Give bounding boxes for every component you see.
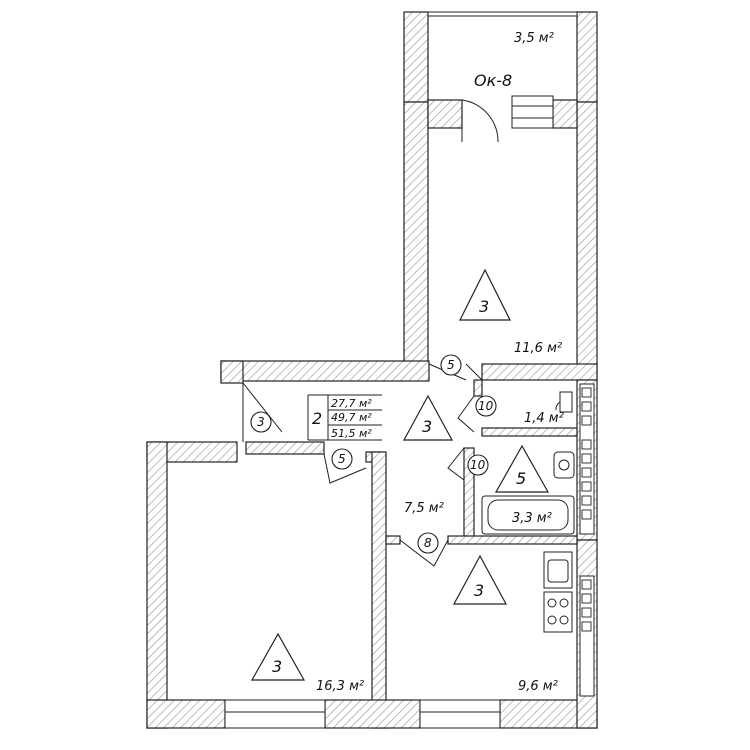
window-living bbox=[224, 699, 326, 729]
balcony-rail bbox=[427, 11, 578, 17]
toilet-bowl bbox=[555, 391, 573, 413]
room-markers bbox=[250, 268, 550, 681]
stove bbox=[543, 591, 573, 633]
living-left-wall bbox=[146, 441, 168, 729]
door-bathroom-circle bbox=[467, 454, 489, 476]
bedroom-area: 11,6 м² bbox=[514, 341, 562, 356]
door-kitchen-code: 8 bbox=[424, 536, 432, 550]
vent-column-bottom bbox=[579, 575, 595, 697]
bathroom-marker: 5 bbox=[516, 469, 526, 488]
total-area: 49,7 м² bbox=[331, 411, 372, 424]
door-swings bbox=[242, 99, 499, 567]
bathroom-door-swing bbox=[447, 447, 465, 481]
kitchen-sink bbox=[543, 551, 573, 589]
door-toilet-circle bbox=[475, 395, 497, 417]
door-code-circles bbox=[250, 354, 497, 554]
door-living-circle bbox=[331, 448, 353, 470]
living-marker: 3 bbox=[272, 657, 282, 676]
bathtub bbox=[481, 495, 575, 535]
hall-marker: 3 bbox=[422, 417, 432, 436]
entrance-door-swing bbox=[242, 382, 283, 442]
hall-top-wall-right bbox=[481, 363, 598, 381]
kitchen-area: 9,6 м² bbox=[518, 679, 558, 694]
toilet-left-partition bbox=[473, 379, 483, 397]
door-kitchen-circle bbox=[417, 532, 439, 554]
balcony-door bbox=[461, 99, 499, 143]
bottom-wall-mid bbox=[324, 699, 421, 729]
sink bbox=[553, 451, 575, 479]
door-bathroom-code: 10 bbox=[470, 458, 486, 472]
entrance-left-wall bbox=[220, 360, 244, 384]
door-entrance-circle bbox=[250, 411, 272, 433]
window-label: Ок-8 bbox=[474, 71, 512, 90]
kitchen-marker-triangle bbox=[452, 554, 508, 605]
hall-top-wall-left bbox=[220, 360, 430, 382]
bedroom-top-wall-left bbox=[427, 99, 463, 129]
toilet-door-swing bbox=[457, 395, 475, 433]
balcony-left-wall bbox=[403, 11, 429, 103]
bedroom-top-wall-right bbox=[552, 99, 578, 129]
toilet-area: 1,4 м² bbox=[524, 411, 564, 426]
apartment-info-box bbox=[307, 394, 382, 441]
bedroom-right-wall bbox=[576, 101, 598, 380]
hall-kitchen-partition bbox=[385, 535, 401, 545]
hall-marker-triangle bbox=[402, 394, 454, 441]
balcony-area: 3,5 м² bbox=[514, 31, 554, 46]
hall-area: 7,5 м² bbox=[404, 501, 444, 516]
living-right-wall bbox=[371, 451, 387, 729]
bedroom-left-wall bbox=[403, 101, 429, 365]
living-area: 16,3 м² bbox=[316, 679, 364, 694]
door-living-code: 5 bbox=[338, 452, 346, 466]
living-bottom-wall bbox=[146, 699, 226, 729]
window-bedroom bbox=[511, 95, 554, 129]
door-bedroom-code: 5 bbox=[447, 358, 455, 372]
toilet-bath-partition bbox=[481, 427, 578, 437]
bedroom-marker-triangle bbox=[459, 268, 511, 321]
door-toilet-code: 10 bbox=[478, 399, 494, 413]
windows bbox=[224, 11, 595, 729]
bath-bottom-partition bbox=[447, 535, 578, 545]
living-area-total: 27,7 м² bbox=[331, 397, 372, 410]
fixtures bbox=[481, 391, 575, 633]
living-marker-triangle bbox=[250, 632, 306, 681]
vent-cells bbox=[581, 387, 592, 632]
window-kitchen bbox=[419, 699, 501, 729]
living-door-swing bbox=[323, 453, 367, 484]
apartment-number: 2 bbox=[312, 409, 322, 428]
bedroom-marker: 3 bbox=[479, 297, 489, 316]
bathroom-marker-triangle bbox=[494, 444, 550, 493]
living-top-wall-mid bbox=[245, 441, 325, 455]
kitchen-door-swing bbox=[399, 539, 449, 567]
balcony-right-wall bbox=[576, 11, 598, 103]
door-entrance-code: 3 bbox=[257, 415, 265, 429]
door-bedroom-circle bbox=[440, 354, 462, 376]
total-area-with-balcony: 51,5 м² bbox=[331, 427, 372, 440]
vent-column-top bbox=[579, 383, 595, 535]
kitchen-marker: 3 bbox=[474, 581, 484, 600]
bathroom-area: 3,3 м² bbox=[512, 511, 552, 526]
